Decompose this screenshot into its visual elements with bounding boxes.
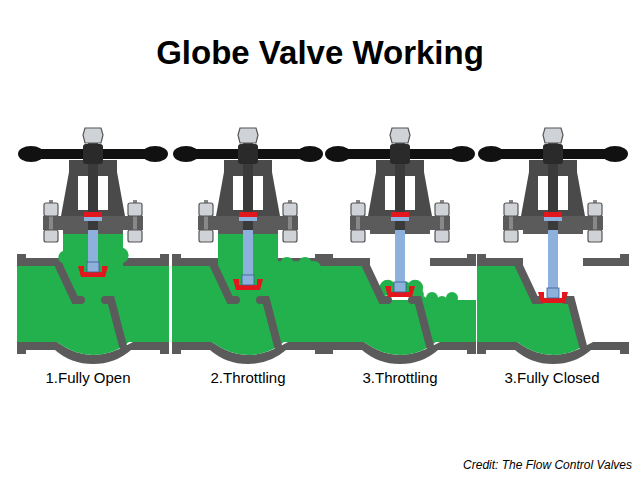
bolt-nut <box>199 230 213 242</box>
bolt-nut <box>283 230 297 242</box>
packing <box>544 212 562 217</box>
disc-nut <box>394 282 406 292</box>
stem-lower <box>548 230 558 294</box>
outlet-fluid <box>215 234 324 347</box>
state-caption: 1.Fully Open <box>45 369 130 386</box>
handwheel-hub <box>543 144 563 164</box>
state-caption: 3.Fully Closed <box>504 369 599 386</box>
partition-wall <box>260 300 278 346</box>
bolt-nut <box>504 230 518 242</box>
disc-nut <box>242 275 254 285</box>
title: Globe Valve Working <box>156 34 484 72</box>
stem-lower <box>395 230 405 288</box>
stem-nut <box>390 128 410 143</box>
handwheel-knob <box>173 146 199 162</box>
bolt-nut <box>588 203 602 216</box>
stem-lower <box>243 230 253 281</box>
inlet-fluid <box>172 266 277 355</box>
fluid-bubble <box>446 292 458 304</box>
outlet-fluid <box>367 300 476 347</box>
bolt-nut <box>588 230 602 242</box>
stem-nut <box>543 128 563 143</box>
stem-nut <box>238 128 258 143</box>
partition-wall <box>59 266 81 300</box>
handwheel-knob <box>18 146 44 162</box>
gland <box>391 217 409 221</box>
bolt-nut <box>435 230 449 242</box>
packing <box>391 212 409 217</box>
packing <box>239 212 257 217</box>
packing <box>84 212 102 217</box>
disc-nut <box>87 262 99 272</box>
bolt-nut <box>128 230 142 242</box>
bolt-nut <box>44 230 58 242</box>
outlet-fluid <box>60 234 169 347</box>
fluid-bubble <box>113 247 129 263</box>
handwheel-knob <box>297 146 323 162</box>
handwheel-knob <box>325 146 351 162</box>
gland <box>544 217 562 221</box>
stem-nut <box>83 128 103 143</box>
bolt-nut <box>283 203 297 216</box>
partition-wall <box>214 266 236 300</box>
handwheel-knob <box>449 146 475 162</box>
handwheel-hub <box>390 144 410 164</box>
handwheel-hub <box>83 144 103 164</box>
state-caption: 2.Throttling <box>210 369 285 386</box>
bolt-nut <box>351 203 365 216</box>
handwheel-knob <box>478 146 504 162</box>
handwheel-knob <box>142 146 168 162</box>
inlet-fluid <box>477 266 582 355</box>
globe-valve <box>172 128 324 364</box>
bolt-nut <box>44 203 58 216</box>
gland <box>84 217 102 221</box>
state-caption: 3.Throttling <box>362 369 437 386</box>
gland <box>239 217 257 221</box>
fluid-bubble <box>307 261 321 275</box>
globe-valve <box>17 128 169 364</box>
partition-wall <box>105 300 123 346</box>
handwheel-knob <box>602 146 628 162</box>
globe-valve <box>477 128 629 364</box>
globe-valve <box>324 128 476 364</box>
bolt-nut <box>128 203 142 216</box>
partition-wall <box>565 300 583 346</box>
partition-wall <box>519 266 541 300</box>
bolt-nut <box>351 230 365 242</box>
handwheel-hub <box>238 144 258 164</box>
disc-nut <box>547 288 559 298</box>
bolt-nut <box>435 203 449 216</box>
inlet-fluid <box>324 266 429 355</box>
bolt-nut <box>504 203 518 216</box>
bolt-nut <box>199 203 213 216</box>
partition-wall <box>366 266 388 300</box>
credit-note: Credit: The Flow Control Valves <box>463 458 632 472</box>
partition-wall <box>412 300 430 346</box>
